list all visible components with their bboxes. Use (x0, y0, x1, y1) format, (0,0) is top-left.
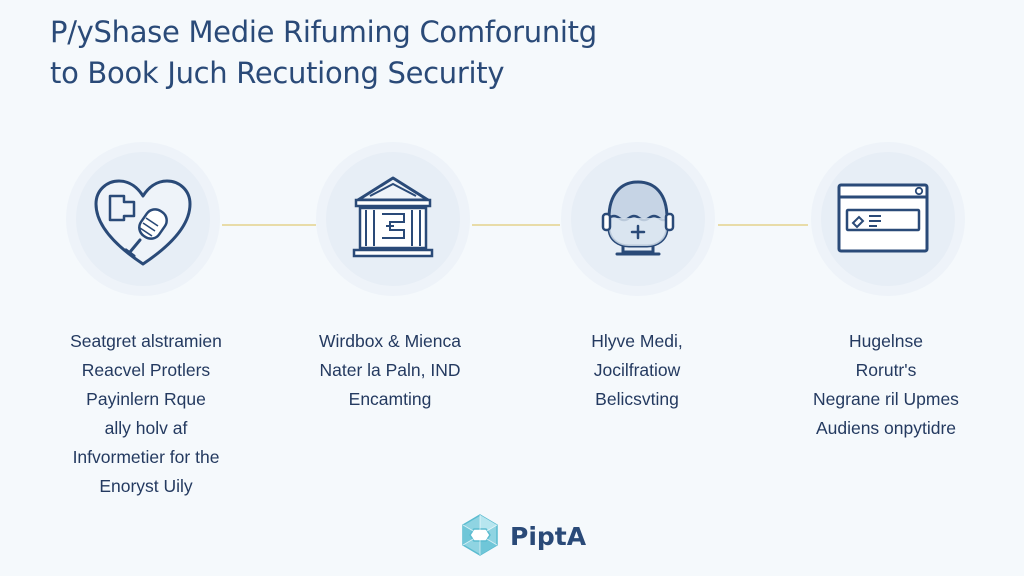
caption-line: Jocilfratiow (593, 360, 681, 380)
step-4-caption: Hugelnse Rorutr's Negrane ril Upmes Audi… (766, 327, 1006, 443)
step-1-caption: Seatgret alstramien Reacvel Protlers Pay… (26, 327, 266, 501)
connector-1-2 (222, 224, 316, 226)
caption-line: Negrane ril Upmes (813, 389, 959, 409)
logo-text: PiptA (510, 522, 587, 551)
caption-line: Nater la Paln, IND (319, 360, 461, 380)
bank-building-icon (352, 176, 434, 258)
step-2-circle (326, 152, 460, 286)
caption-line: Audiens onpytidre (815, 418, 957, 438)
caption-line: Hlyve Medi, (591, 331, 683, 351)
step-4-circle (821, 152, 955, 286)
page-title: P/yShase Medie Rifuming Comforunitg to B… (50, 12, 597, 94)
caption-line: Rorutr's (855, 360, 917, 380)
caption-line: Reacvel Protlers (81, 360, 211, 380)
crystal-logo-icon (462, 514, 498, 556)
heart-microphone-icon (94, 179, 192, 266)
caption-line: Payinlern Rque (86, 389, 206, 409)
connector-3-4 (718, 224, 808, 226)
caption-line: Enoryst Uily (99, 476, 193, 496)
title-line-2: to Book Juch Recutiong Security (50, 56, 505, 90)
step-1-circle (76, 152, 210, 286)
caption-line: Encamting (348, 389, 432, 409)
step-3-caption: Hlyve Medi, Jocilfratiow Belicsvting (517, 327, 757, 414)
caption-line: Seatgret alstramien (70, 331, 222, 351)
caption-line: ally holv af (104, 418, 188, 438)
caption-line: Wirdbox & Mienca (319, 331, 461, 351)
caption-line: Belicsvting (595, 389, 679, 409)
title-line-1: P/yShase Medie Rifuming Comforunitg (50, 15, 597, 49)
step-2-caption: Wirdbox & Mienca Nater la Paln, IND Enca… (270, 327, 510, 414)
caption-line: Hugelnse (849, 331, 923, 351)
browser-window-icon (837, 183, 929, 253)
robot-head-icon (601, 180, 675, 256)
step-3-circle (571, 152, 705, 286)
connector-2-3 (472, 224, 560, 226)
caption-line: Infvormetier for the (72, 447, 220, 467)
